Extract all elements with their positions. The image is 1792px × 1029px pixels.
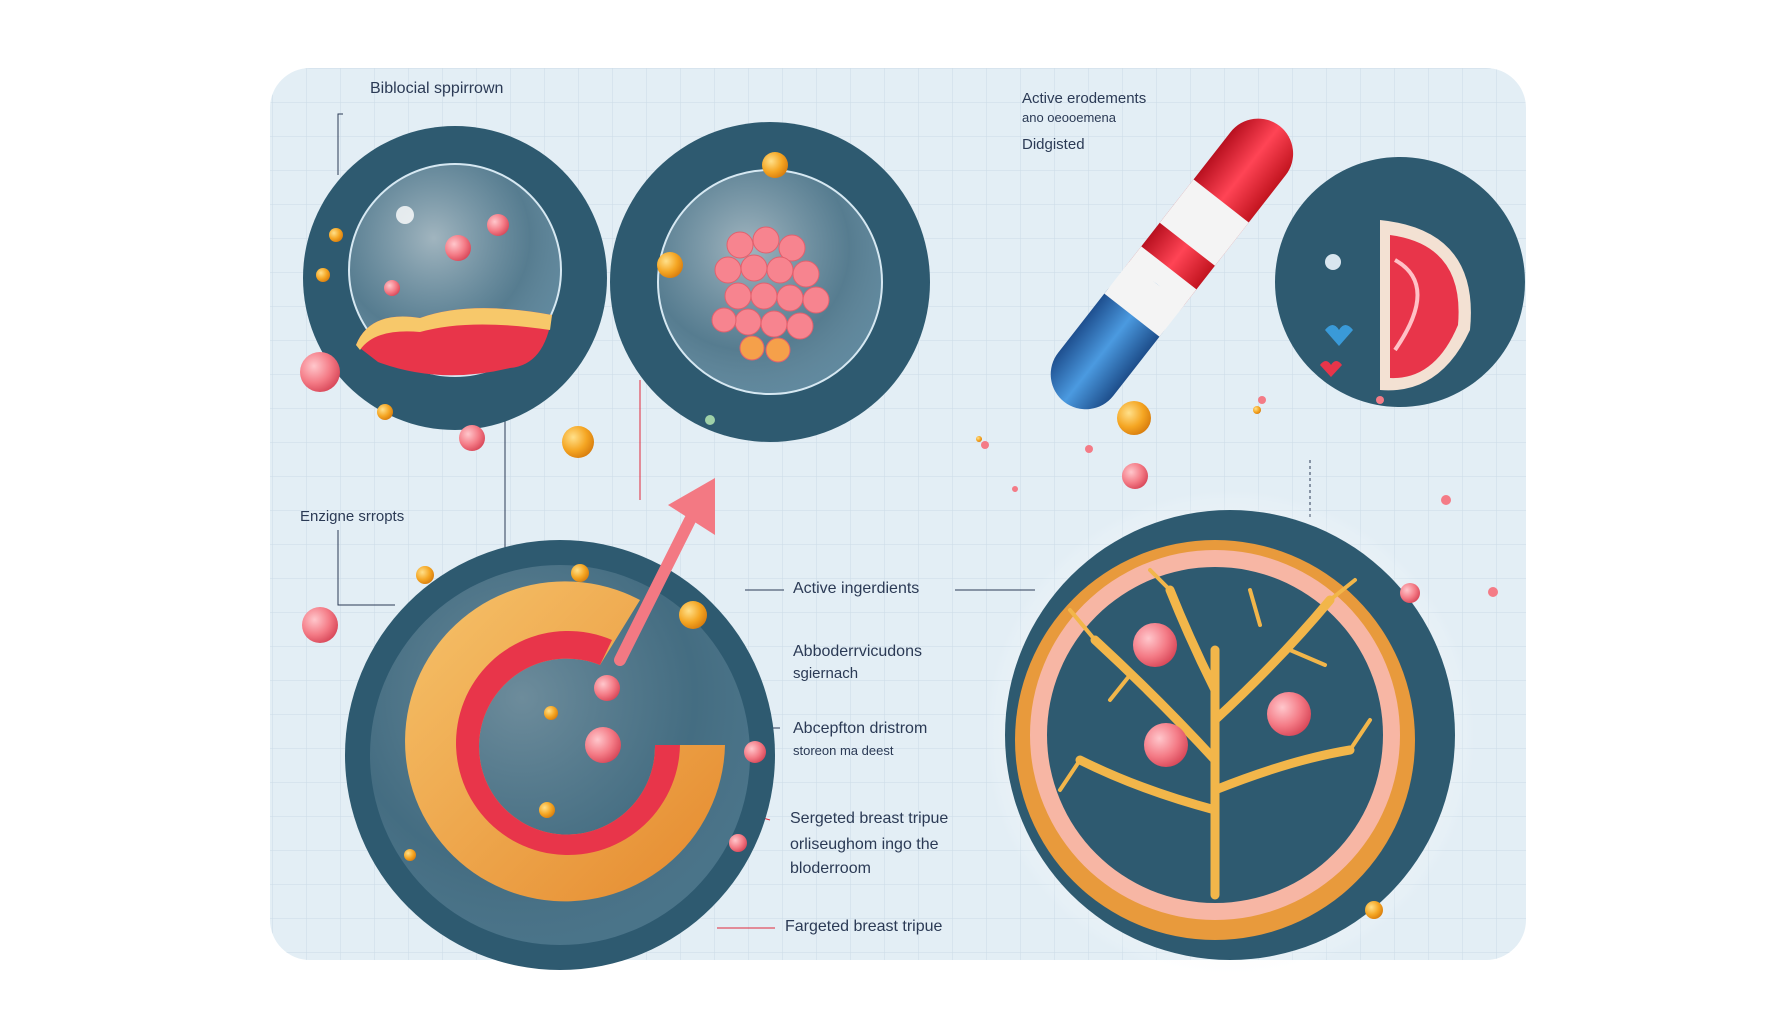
label-absorption-district-1: Abcepfton dristrom bbox=[793, 720, 928, 737]
arrow-up-icon bbox=[614, 478, 715, 666]
label-targeted-2: orliseughom ingo the bbox=[790, 836, 939, 853]
tablet-cluster-icon bbox=[610, 122, 930, 442]
decorative-dots bbox=[981, 396, 1498, 597]
label-absorption-1: Abboderrvicudons bbox=[793, 643, 922, 660]
label-absorption-2: sgiernach bbox=[793, 665, 859, 682]
label-targeted-3: bloderroom bbox=[790, 860, 871, 877]
intestine-ring-icon bbox=[302, 540, 775, 970]
label-enzyme-groups: Enzigne srropts bbox=[300, 508, 405, 525]
label-active-top-1: Active erodements bbox=[1022, 90, 1147, 107]
vascular-tissue-icon bbox=[985, 490, 1475, 980]
label-active-top-2: ano oeooemena bbox=[1022, 110, 1116, 125]
capsule-icon bbox=[1050, 118, 1294, 410]
stomach-cross-section-icon bbox=[300, 126, 607, 451]
tablet-icon bbox=[1122, 463, 1148, 489]
label-active-ingredients: Active ingerdients bbox=[793, 580, 920, 597]
label-absorption-district-2: storeon ma deest bbox=[793, 743, 894, 758]
decorative-orange-dots bbox=[562, 406, 1261, 458]
label-biological: Biblocial sppirrown bbox=[370, 80, 504, 97]
label-targeted-1: Sergeted breast tripue bbox=[790, 810, 949, 827]
label-active-top-3: Didgisted bbox=[1022, 136, 1085, 153]
breast-tissue-icon bbox=[1275, 157, 1525, 407]
label-targeted-bottom: Fargeted breast tripue bbox=[785, 918, 943, 935]
orange-droplet-icon bbox=[1117, 401, 1151, 435]
